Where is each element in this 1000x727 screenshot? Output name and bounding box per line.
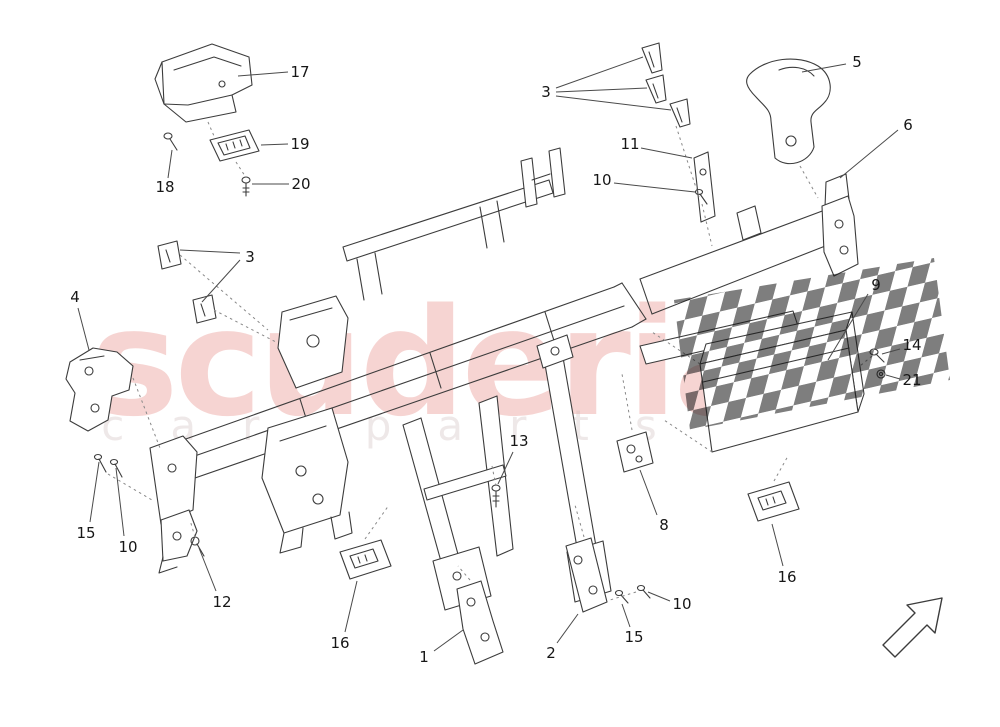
leader-line (556, 613, 579, 644)
checkered-flag-watermark (674, 258, 950, 430)
cover-part-5 (746, 58, 831, 165)
upper-bracket-frame (342, 147, 566, 301)
leader-line (555, 95, 672, 111)
clip-parts-3 (157, 42, 691, 324)
leader-line (647, 591, 671, 602)
connector-part-19 (209, 129, 260, 162)
leader-line (89, 461, 100, 523)
leader-line (115, 467, 125, 537)
center-support-struts (402, 395, 514, 611)
leader-line (885, 374, 901, 380)
leader-line (771, 523, 784, 567)
bracket-part-8 (616, 431, 654, 473)
leader-line (237, 71, 289, 77)
module-part-16-left (339, 539, 392, 580)
center-hanging-plate (277, 295, 349, 389)
leader-line (344, 580, 358, 633)
right-end-bracket (821, 173, 859, 277)
leader-line (167, 149, 173, 179)
module-part-16-right (747, 481, 800, 522)
leader-line (640, 147, 693, 159)
watermark-subtitle: car parts (101, 401, 702, 450)
left-end-mount (149, 435, 198, 574)
leader-line (77, 307, 90, 351)
vertical-bracket-part-11 (693, 151, 762, 241)
leader-line (260, 143, 289, 146)
leader-line (179, 249, 241, 254)
direction-arrow-icon (882, 597, 943, 658)
leader-line (497, 451, 514, 485)
leader-line (881, 348, 901, 355)
leader-line (839, 129, 899, 179)
leader-line (827, 293, 869, 361)
leader-line (198, 547, 217, 592)
leader-line (201, 259, 241, 303)
leader-line (555, 87, 648, 93)
leader-line (555, 56, 644, 89)
lower-center-bracket (261, 407, 353, 554)
bracket-part-17 (154, 43, 253, 123)
leader-line (433, 629, 464, 652)
bracket-part-4 (65, 347, 134, 432)
leader-line (621, 603, 631, 628)
leader-line (639, 469, 658, 516)
leader-lines-layer (77, 56, 901, 652)
leader-line (613, 182, 696, 193)
leader-line (801, 63, 847, 73)
bracket-part-2 (565, 537, 608, 613)
bracket-part-1 (456, 580, 504, 665)
